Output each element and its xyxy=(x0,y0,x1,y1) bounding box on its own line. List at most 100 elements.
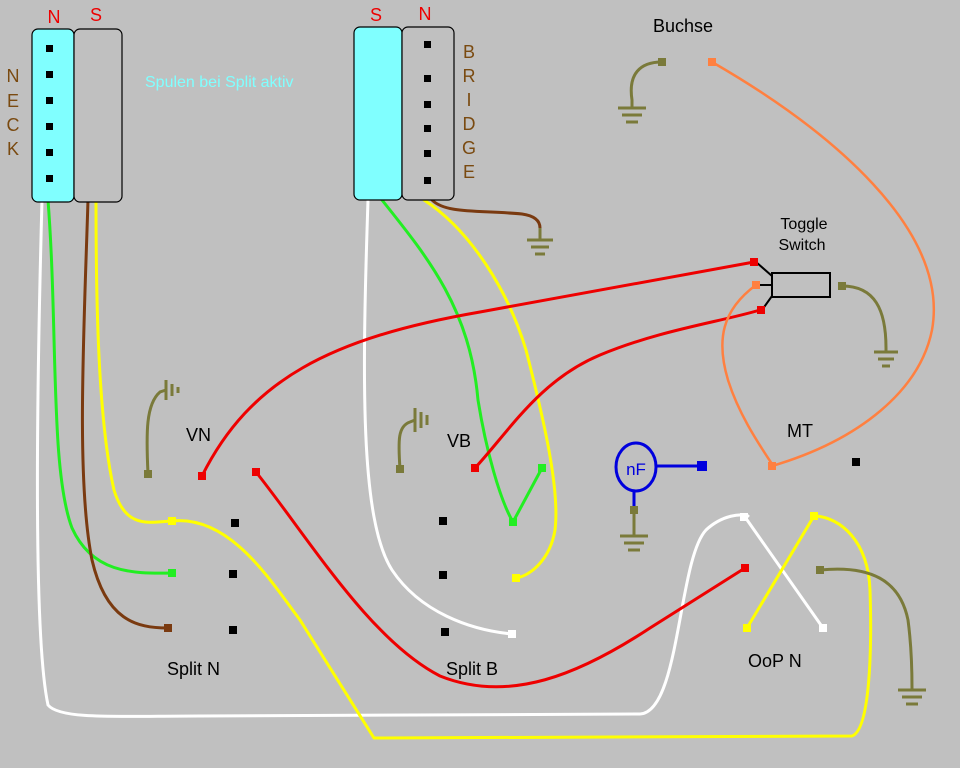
wire-ground-oop xyxy=(818,567,914,690)
ground-icon xyxy=(527,228,553,256)
wire-red-vb-toggle xyxy=(473,308,762,470)
wire-orange-toggle-mt xyxy=(721,283,774,466)
terminal xyxy=(439,517,447,525)
master-tone-label: MT xyxy=(787,421,813,441)
terminal xyxy=(164,624,172,632)
pole-piece xyxy=(46,149,53,156)
ground-icon xyxy=(413,408,429,432)
ground-icon xyxy=(164,380,180,400)
terminal xyxy=(838,282,846,290)
toggle-label-1: Toggle xyxy=(780,216,827,233)
terminals xyxy=(144,58,860,638)
wire-white-oop-cross xyxy=(743,515,825,630)
labels: N S N E C K S N B R I D G E Spulen bei S… xyxy=(7,4,828,679)
neck-s-label: S xyxy=(90,5,102,25)
toggle-body xyxy=(771,272,831,298)
terminal xyxy=(810,512,818,520)
pole-piece xyxy=(424,75,431,82)
terminal xyxy=(439,571,447,579)
bridge-letter: D xyxy=(463,114,476,134)
bridge-letter: G xyxy=(462,138,476,158)
wire-orange-jack-mt xyxy=(710,60,935,468)
pole-piece xyxy=(424,125,431,132)
pole-piece xyxy=(46,175,53,182)
ground-icon xyxy=(618,100,646,124)
wires xyxy=(35,60,935,740)
split-note: Spulen bei Split aktiv xyxy=(145,74,294,91)
terminal xyxy=(471,464,479,472)
terminal xyxy=(512,574,520,582)
terminal xyxy=(658,58,666,66)
pole-piece xyxy=(424,101,431,108)
terminal xyxy=(630,506,638,514)
neck-n-label: N xyxy=(48,7,61,27)
volume-bridge-label: VB xyxy=(447,431,471,451)
neck-letter: E xyxy=(7,91,19,111)
wire-ground-jack xyxy=(629,60,664,102)
pole-piece xyxy=(46,97,53,104)
wire-ground-toggle xyxy=(840,284,888,350)
bridge-n-label: N xyxy=(419,4,432,24)
ground-icon xyxy=(620,530,648,552)
terminal xyxy=(168,517,176,525)
terminal xyxy=(198,472,206,480)
terminal xyxy=(741,564,749,572)
terminal xyxy=(144,470,152,478)
bridge-letter: R xyxy=(463,66,476,86)
terminal xyxy=(752,281,760,289)
bridge-pickup xyxy=(353,26,455,201)
toggle-label-2: Switch xyxy=(778,237,825,254)
terminal xyxy=(538,464,546,472)
wire-red-vn-toggle xyxy=(200,260,756,478)
volume-neck-label: VN xyxy=(186,425,211,445)
terminal xyxy=(740,513,748,521)
wire-yellow-neck xyxy=(94,198,873,740)
terminal xyxy=(852,458,860,466)
terminal xyxy=(231,519,239,527)
terminal xyxy=(708,58,716,66)
neck-letter: K xyxy=(7,139,19,159)
terminal xyxy=(743,624,751,632)
wire-red-vn-oop xyxy=(254,470,747,689)
terminal xyxy=(816,566,824,574)
terminal xyxy=(697,461,707,471)
terminal xyxy=(168,569,176,577)
terminal xyxy=(509,518,517,526)
pole-piece xyxy=(424,41,431,48)
terminal xyxy=(768,462,776,470)
terminal xyxy=(229,626,237,634)
ground-symbols xyxy=(164,100,926,706)
ground-icon xyxy=(898,688,926,706)
bridge-letter: I xyxy=(466,90,471,110)
terminal xyxy=(252,468,260,476)
terminal xyxy=(441,628,449,636)
terminal xyxy=(229,570,237,578)
bridge-coil-n xyxy=(401,26,455,201)
terminal xyxy=(508,630,516,638)
terminal xyxy=(396,465,404,473)
terminal xyxy=(750,258,758,266)
bridge-coil-s xyxy=(353,26,403,201)
wire-green-bridge xyxy=(380,198,544,526)
split-bridge-label: Split B xyxy=(446,659,498,679)
bridge-letter: B xyxy=(463,42,475,62)
capacitor-label: nF xyxy=(626,460,646,479)
jack-label: Buchse xyxy=(653,16,713,36)
wire-ground-vb xyxy=(397,418,417,471)
pole-piece xyxy=(424,177,431,184)
out-of-phase-label: OoP N xyxy=(748,651,802,671)
wire-yellow-oop-cross xyxy=(745,514,816,630)
neck-coil-s xyxy=(73,28,123,203)
wire-white-neck xyxy=(35,198,750,718)
wire-green-neck xyxy=(46,198,174,575)
pole-piece xyxy=(46,45,53,52)
toggle-switch xyxy=(755,261,831,311)
neck-letter: N xyxy=(7,66,20,86)
neck-pickup xyxy=(31,28,123,203)
bridge-s-label: S xyxy=(370,5,382,25)
wire-ground-vn xyxy=(145,388,168,476)
neck-letter: C xyxy=(7,115,20,135)
wire-yellow-bridge xyxy=(422,198,558,580)
wire-white-bridge xyxy=(362,198,514,636)
